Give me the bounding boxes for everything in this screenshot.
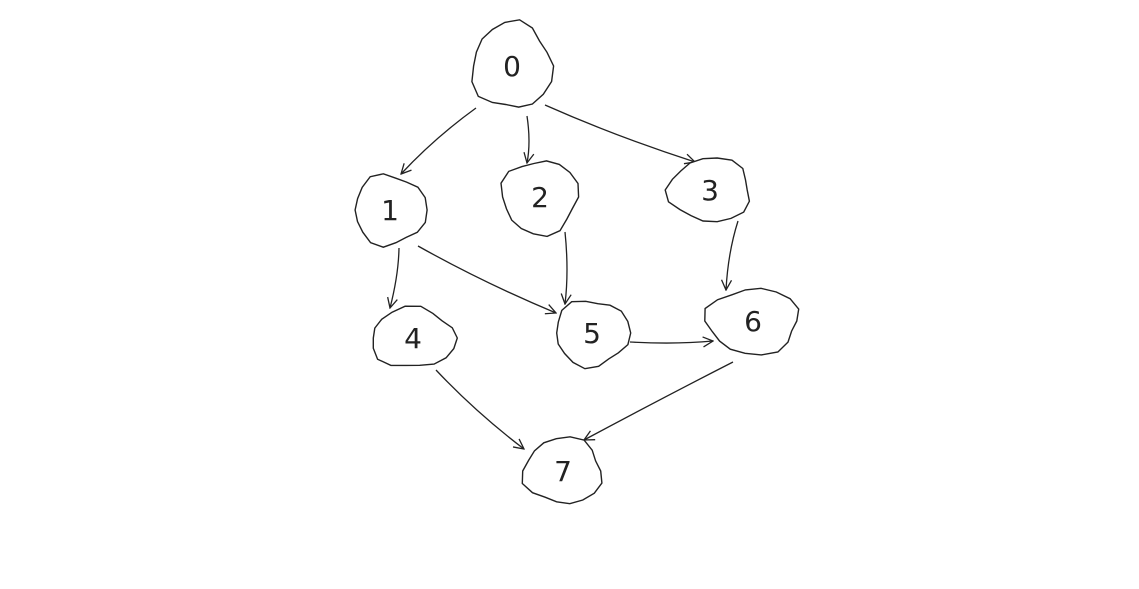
node-4: 4: [372, 305, 459, 367]
edge-6-to-7: [584, 361, 734, 440]
edges-layer: [390, 104, 739, 449]
edge-1-to-5: [417, 245, 556, 313]
node-outline: [500, 160, 580, 238]
edge-0-to-3: [544, 104, 695, 162]
edge-1-to-4: [390, 247, 400, 308]
node-label: 0: [503, 50, 521, 83]
node-label: 6: [744, 305, 762, 338]
node-3: 3: [664, 157, 751, 223]
node-outline: [471, 19, 555, 108]
node-label: 7: [554, 455, 572, 488]
node-outline: [555, 300, 632, 370]
edge-0-to-2: [527, 115, 529, 163]
node-outline: [664, 157, 751, 223]
nodes-layer: 0 1 2 3 4 5 6 7: [354, 19, 800, 505]
node-2: 2: [500, 160, 580, 238]
node-6: 6: [704, 287, 800, 356]
node-7: 7: [521, 436, 603, 505]
node-0: 0: [471, 19, 555, 108]
node-label: 1: [381, 194, 399, 227]
edge-5-to-6: [629, 341, 713, 343]
edge-2-to-5: [565, 231, 567, 304]
edge-4-to-7: [435, 369, 524, 449]
node-outline: [704, 287, 800, 356]
node-5: 5: [555, 300, 632, 370]
node-1: 1: [354, 173, 428, 248]
node-label: 5: [583, 317, 601, 350]
node-label: 4: [404, 322, 422, 355]
node-outline: [521, 436, 603, 505]
node-label: 3: [701, 174, 719, 207]
edge-3-to-6: [726, 220, 739, 290]
node-outline: [372, 305, 459, 367]
edge-0-to-1: [401, 107, 477, 174]
node-outline: [354, 173, 428, 248]
node-label: 2: [531, 181, 549, 214]
